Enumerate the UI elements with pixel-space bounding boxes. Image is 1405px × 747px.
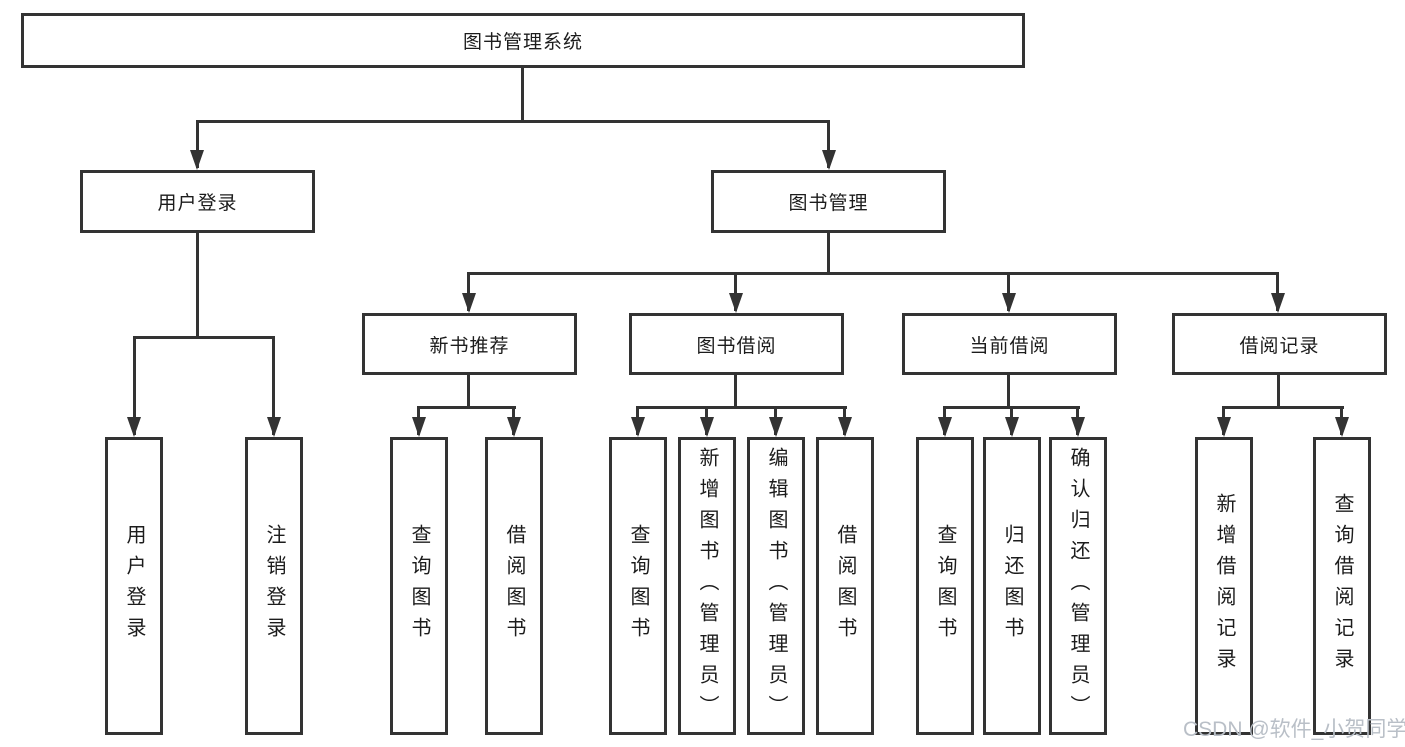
leaf-confirm-return-admin: 确认归还（管理员） [1049,437,1107,735]
node-label: 归还图书 [1001,524,1023,648]
node-label: 借阅图书 [503,524,525,648]
leaf-logout: 注销登录 [245,437,303,735]
node-label: 图书管理系统 [462,32,583,53]
connector-line [196,120,199,168]
connector-line [734,272,737,311]
connector-line [467,375,470,406]
node-label: 用户登录 [157,193,238,214]
connector-line [467,272,470,311]
connector-line [521,68,524,120]
arrowhead-icon [1271,293,1285,313]
connector-line [1007,375,1010,406]
arrowhead-icon [507,417,521,437]
arrowhead-icon [190,150,204,170]
node-label: 图书借阅 [696,335,777,357]
connector-line [196,233,199,336]
leaf-borrow-books-recommend: 借阅图书 [485,437,543,735]
connector-line [133,336,274,339]
arrowhead-icon [1217,417,1231,437]
arrowhead-icon [412,417,426,437]
leaf-query-books-borrowing: 查询图书 [609,437,667,735]
node-label: 查询图书 [934,524,956,648]
arrowhead-icon [700,417,714,437]
connector-line [272,336,275,435]
leaf-query-borrow-record: 查询借阅记录 [1313,437,1371,735]
node-label: 借阅记录 [1239,335,1320,357]
node-label: 查询图书 [408,524,430,648]
node-label: 借阅图书 [834,524,856,648]
node-label: 新增借阅记录 [1213,493,1235,679]
connector-line [1276,272,1279,311]
connector-line [133,336,136,435]
node-label: 查询图书 [627,524,649,648]
node-label: 确认归还（管理员） [1067,446,1089,726]
arrowhead-icon [1002,293,1016,313]
node-label: 注销登录 [263,524,285,648]
arrowhead-icon [1335,417,1349,437]
connector-line [734,375,737,406]
connector-line [1277,375,1280,406]
connector-line [1222,406,1344,409]
arrowhead-icon [729,293,743,313]
node-label: 查询借阅记录 [1331,493,1353,679]
node-label: 当前借阅 [969,335,1050,357]
connector-line [417,406,516,409]
arrowhead-icon [1005,417,1019,437]
node-new-book-recommendation: 新书推荐 [362,313,577,375]
connector-line [827,233,830,272]
arrowhead-icon [462,293,476,313]
node-label: 编辑图书（管理员） [765,446,787,726]
node-library-management-system: 图书管理系统 [21,13,1025,68]
leaf-user-login: 用户登录 [105,437,163,735]
leaf-borrow-books: 借阅图书 [816,437,874,735]
node-label: 新书推荐 [429,335,510,357]
connector-line [467,272,1279,275]
leaf-query-books-recommend: 查询图书 [390,437,448,735]
leaf-query-books-current: 查询图书 [916,437,974,735]
connector-line [196,120,830,123]
leaf-add-books-admin: 新增图书（管理员） [678,437,736,735]
leaf-edit-books-admin: 编辑图书（管理员） [747,437,805,735]
node-label: 图书管理 [788,193,869,214]
leaf-add-borrow-record: 新增借阅记录 [1195,437,1253,735]
arrowhead-icon [267,417,281,437]
node-label: 新增图书（管理员） [696,446,718,726]
arrowhead-icon [769,417,783,437]
arrowhead-icon [938,417,952,437]
arrowhead-icon [822,150,836,170]
node-borrowing-records: 借阅记录 [1172,313,1387,375]
arrowhead-icon [631,417,645,437]
csdn-watermark: CSDN @软件_小贺同学 [1183,718,1405,741]
node-current-borrowing: 当前借阅 [902,313,1117,375]
connector-line [636,406,847,409]
node-book-borrowing: 图书借阅 [629,313,844,375]
node-user-login: 用户登录 [80,170,315,233]
connector-line [1007,272,1010,311]
node-label: 用户登录 [123,524,145,648]
leaf-return-books: 归还图书 [983,437,1041,735]
node-book-management: 图书管理 [711,170,946,233]
connector-line [827,120,830,168]
arrowhead-icon [838,417,852,437]
arrowhead-icon [127,417,141,437]
arrowhead-icon [1071,417,1085,437]
